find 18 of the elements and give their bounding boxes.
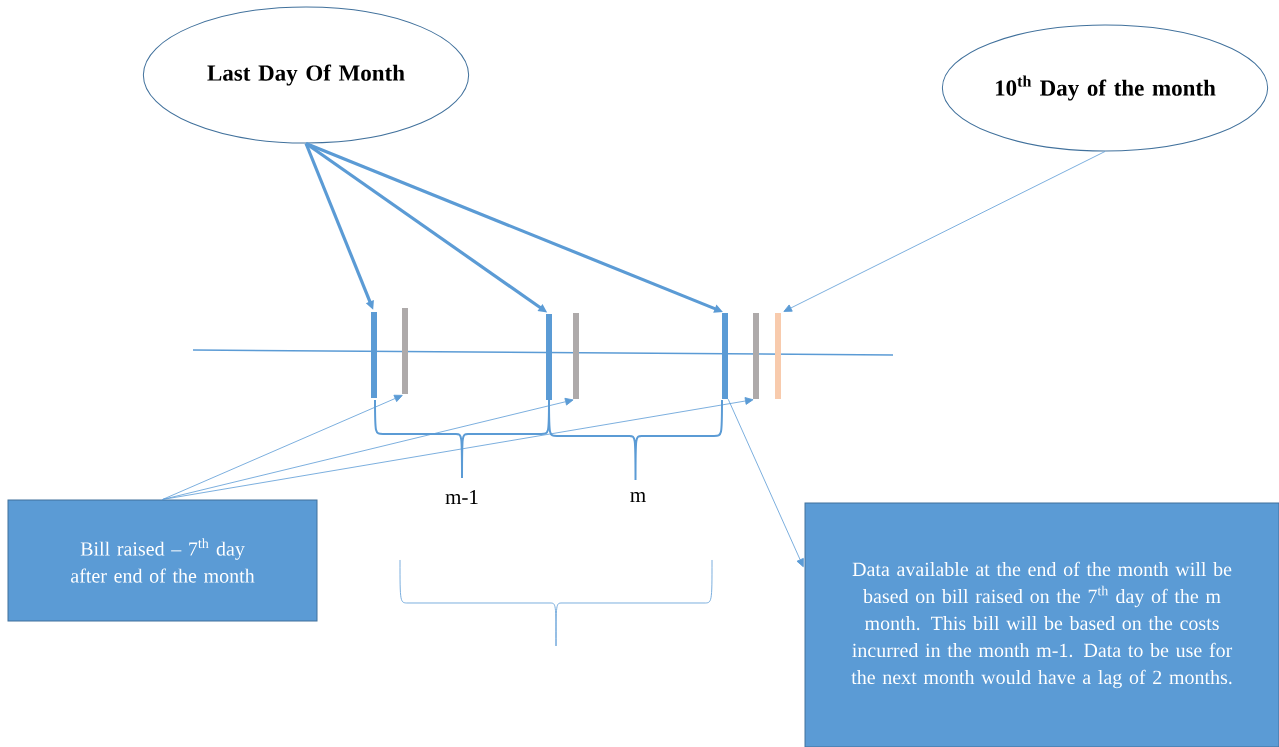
arrow	[783, 151, 1106, 312]
arrow	[162, 394, 403, 500]
date-marker	[753, 313, 759, 399]
period-label: m-1	[445, 490, 478, 504]
ellipse-callout: Last Day Of Month	[142, 6, 470, 144]
text-box: Bill raised – 7$^{th}$ day after end of the month	[7, 499, 318, 622]
period-label: m	[630, 492, 646, 502]
date-marker	[722, 313, 728, 399]
date-marker	[775, 313, 781, 399]
date-marker	[546, 314, 552, 400]
date-marker	[371, 312, 377, 398]
arrow	[162, 397, 574, 500]
date-marker	[573, 313, 579, 399]
arrow	[162, 397, 754, 500]
arrow	[727, 398, 804, 568]
text-box: Data available at the end of the month will be based on bill raised on the 7$^{th}$ day of the m month. This bill will be based on the costs incurred in the month m-1. Data to be use for the next month would have a lag of 2 months.	[804, 502, 1279, 747]
ellipse-callout: 10$^{th}$ Day of the month	[941, 24, 1269, 152]
date-marker	[402, 308, 408, 394]
